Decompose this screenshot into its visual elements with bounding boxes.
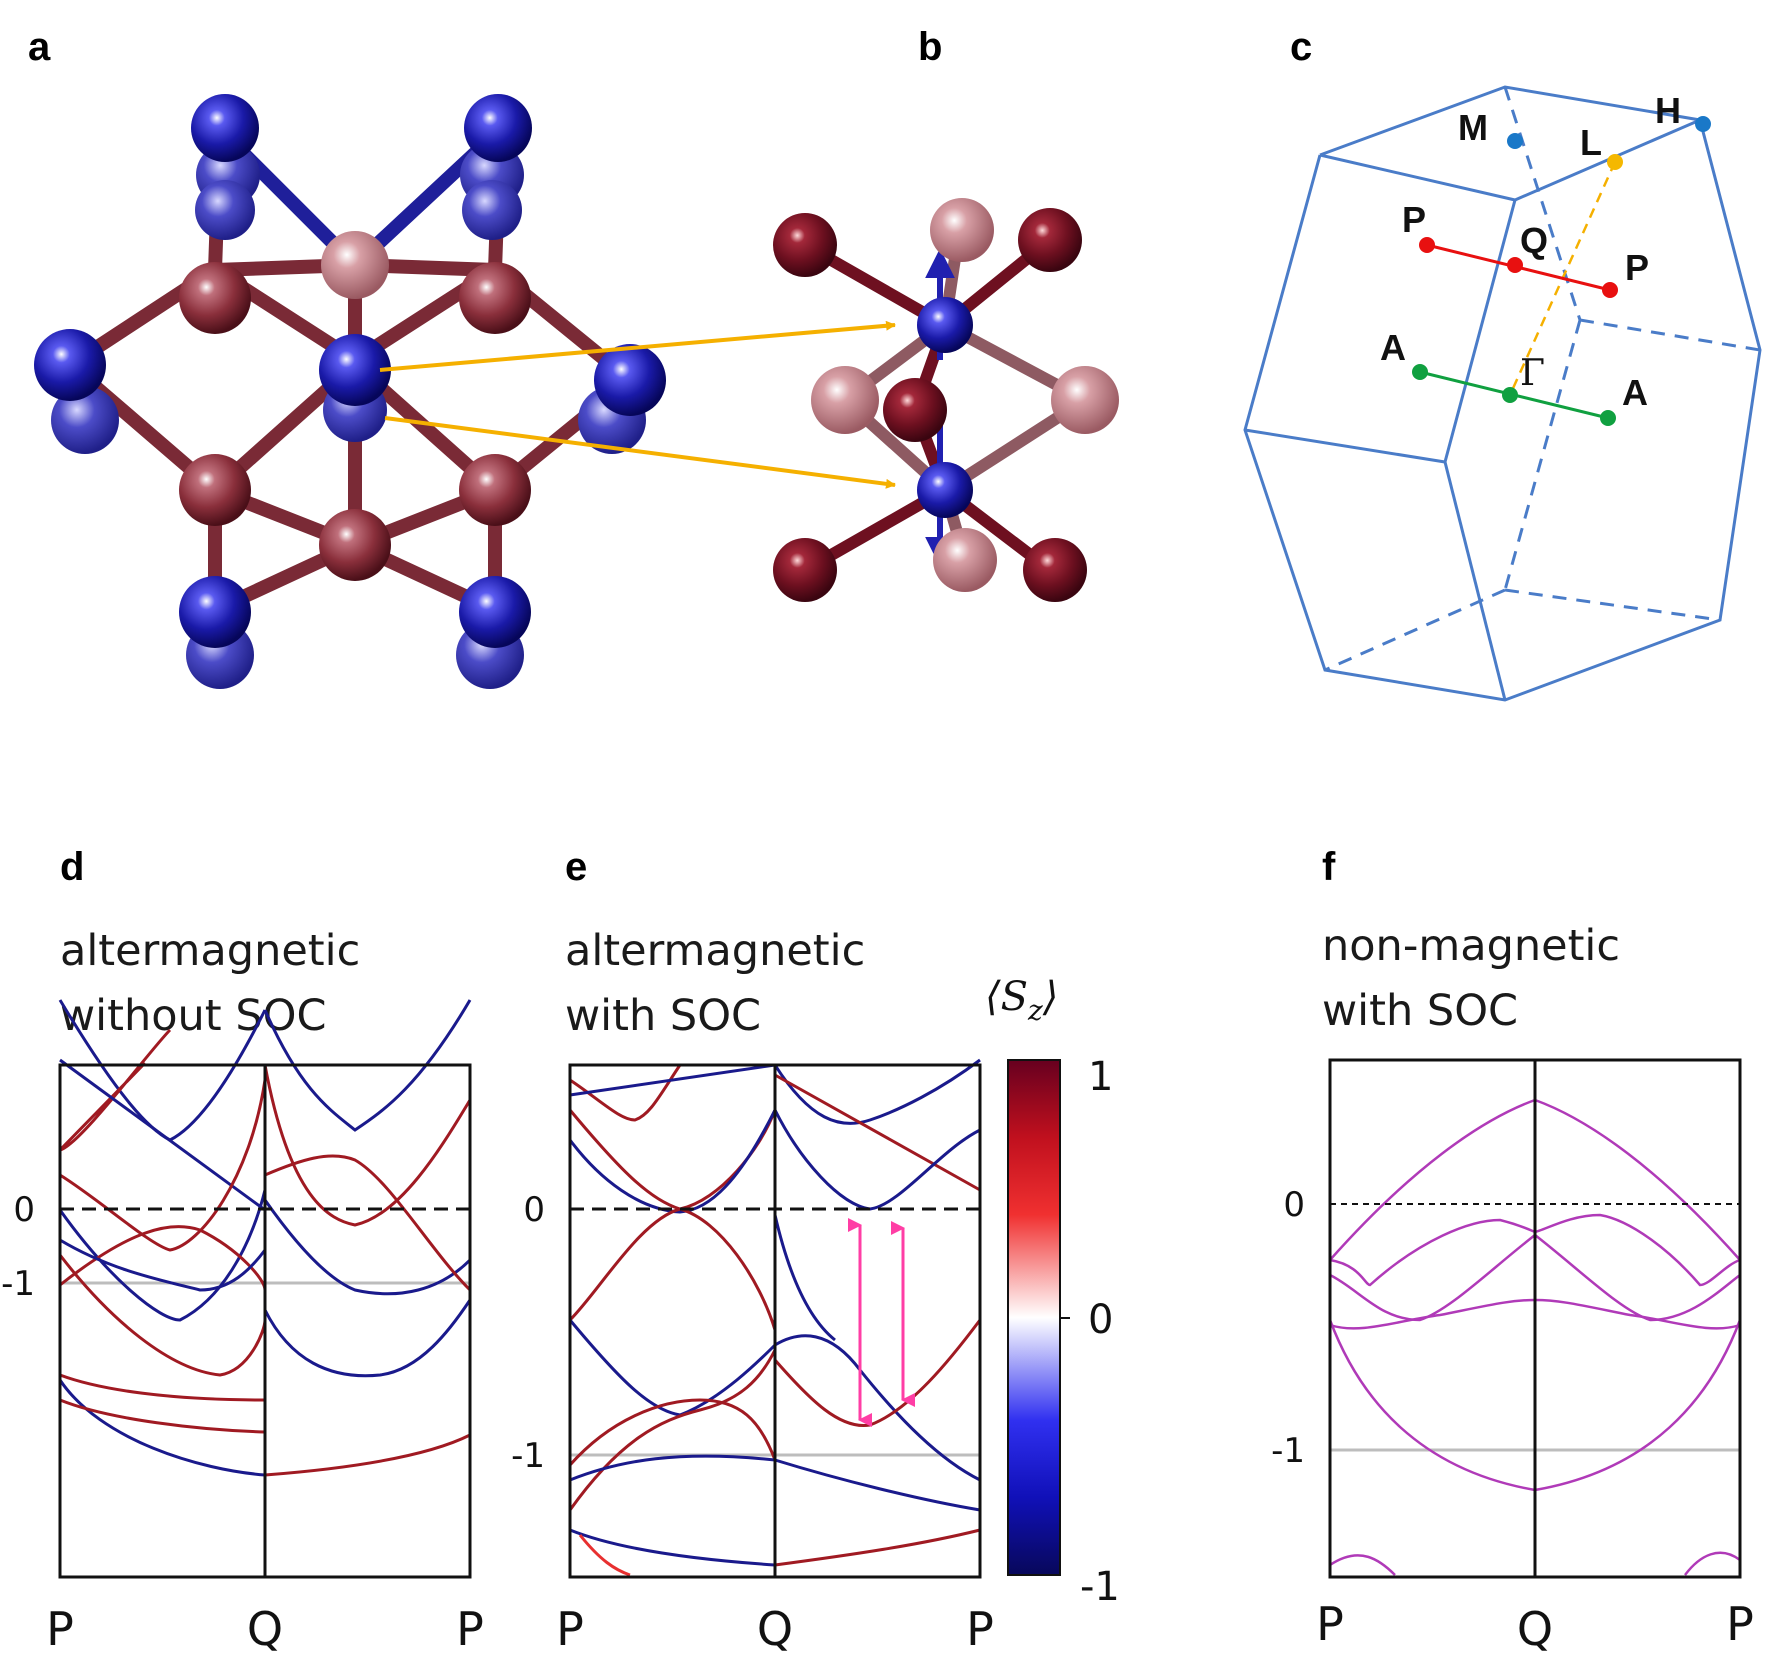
- link-arrow-upper: [379, 320, 896, 372]
- panel-label-f: f: [1322, 845, 1336, 889]
- colorbar-tick-1: 1: [1088, 1054, 1113, 1100]
- e-xtick-p-right: P: [966, 1602, 994, 1656]
- d-xtick-p-right: P: [456, 1602, 484, 1656]
- colorbar-title: ⟨Sz⟩: [985, 974, 1058, 1027]
- k-label-p-right: P: [1625, 247, 1649, 288]
- panel-f: f non-magnetic with SOC 0 -1 P Q P: [1271, 845, 1754, 1656]
- k-label-l: L: [1580, 122, 1602, 163]
- d-xtick-p-left: P: [46, 1602, 74, 1656]
- panel-d: d altermagnetic without SOC: [1, 845, 484, 1656]
- panel-b: b: [773, 25, 1119, 602]
- f-xtick-p-right: P: [1726, 1597, 1754, 1651]
- f-ytick-minus1: -1: [1271, 1431, 1305, 1471]
- panel-label-a: a: [28, 25, 51, 69]
- panel-f-title-line2: with SOC: [1322, 986, 1518, 1036]
- panel-e-title-line2: with SOC: [565, 991, 761, 1041]
- k-point-dots: [1412, 116, 1711, 426]
- panel-label-e: e: [565, 845, 587, 889]
- sublattice-image: [773, 198, 1119, 602]
- k-label-p-left: P: [1402, 199, 1426, 240]
- panel-d-title-line1: altermagnetic: [60, 926, 360, 976]
- panel-label-d: d: [60, 845, 84, 889]
- panel-label-b: b: [918, 25, 942, 69]
- e-ytick-0: 0: [523, 1190, 545, 1230]
- band-plot-d: 0 -1 P Q P: [1, 999, 484, 1656]
- panel-label-c: c: [1290, 25, 1312, 69]
- panel-a: a: [28, 25, 896, 689]
- k-label-gamma: Γ: [1520, 353, 1545, 394]
- d-xtick-q: Q: [247, 1602, 283, 1656]
- f-xtick-q: Q: [1517, 1602, 1553, 1656]
- f-ytick-0: 0: [1283, 1185, 1305, 1225]
- link-arrow-lower: [384, 416, 896, 489]
- band-plot-e: 0 -1 P Q P: [511, 1058, 994, 1656]
- brillouin-zone: [1243, 85, 1762, 702]
- d-ytick-minus1: -1: [1, 1264, 35, 1304]
- panel-d-title-line2: without SOC: [60, 991, 326, 1041]
- d-ytick-0: 0: [13, 1190, 35, 1230]
- k-label-q: Q: [1520, 220, 1548, 261]
- panel-e: e altermagnetic with SOC: [511, 845, 1120, 1656]
- panel-c: c: [1243, 25, 1762, 702]
- crystal-structure-image: [34, 94, 666, 689]
- e-ytick-minus1: -1: [511, 1436, 545, 1476]
- panel-f-title-line1: non-magnetic: [1322, 921, 1620, 971]
- e-xtick-q: Q: [757, 1602, 793, 1656]
- panel-e-title-line1: altermagnetic: [565, 926, 865, 976]
- e-xtick-p-left: P: [556, 1602, 584, 1656]
- sz-colorbar: ⟨Sz⟩ 1 0 -1: [985, 974, 1120, 1610]
- k-label-a-left: A: [1380, 327, 1406, 368]
- colorbar-tick-minus1: -1: [1080, 1564, 1120, 1610]
- k-label-a-right: A: [1622, 372, 1648, 413]
- colorbar-tick-0: 0: [1088, 1297, 1113, 1343]
- band-plot-f: 0 -1 P Q P: [1271, 1058, 1754, 1656]
- f-xtick-p-left: P: [1316, 1597, 1344, 1651]
- k-label-h: H: [1655, 90, 1681, 131]
- k-label-m: M: [1458, 107, 1488, 148]
